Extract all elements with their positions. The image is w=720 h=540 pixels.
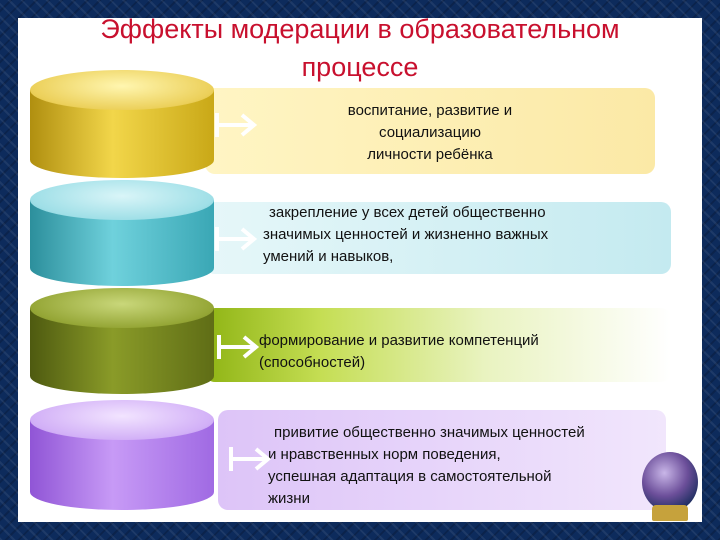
cylinder-2 — [30, 180, 214, 286]
effect-box-1: воспитание, развитие и социализацию личн… — [205, 88, 655, 174]
effect-box-4: привитие общественно значимых ценностей … — [218, 410, 666, 510]
effect-3-line-1: формирование и развитие компетенций — [259, 332, 539, 349]
slide-title: Эффекты модерации в образовательном проц… — [18, 10, 702, 86]
effect-1-line-3: личности ребёнка — [367, 146, 493, 163]
arrow-right-icon — [229, 447, 272, 471]
effect-3-line-2: (способностей) — [259, 354, 366, 371]
effect-1-line-1: воспитание, развитие и — [347, 102, 513, 119]
effect-4-line-2: и нравственных норм поведения, — [268, 446, 501, 463]
effect-1-line-2: социализацию — [379, 124, 481, 141]
cylinder-3 — [30, 288, 214, 394]
effect-2-line-3: умений и навыков, — [263, 248, 394, 265]
arrow-right-icon — [215, 113, 258, 137]
globe-stand — [652, 505, 688, 521]
title-line-1: Эффекты модерации в образовательном — [100, 14, 620, 44]
arrow-right-icon — [215, 227, 258, 251]
effect-box-3: формирование и развитие компетенций (спо… — [205, 308, 671, 382]
effect-2-line-2: значимых ценностей и жизненно важных — [263, 226, 549, 243]
arrow-right-icon — [217, 335, 260, 359]
cylinder-1 — [30, 70, 214, 178]
cylinder-4 — [30, 400, 214, 510]
title-line-2: процессе — [301, 52, 419, 82]
effect-4-line-4: жизни — [268, 490, 310, 507]
effect-2-line-1: закрепление у всех детей общественно — [269, 204, 546, 221]
effect-4-line-3: успешная адаптация в самостоятельной — [268, 468, 552, 485]
effect-4-line-1: привитие общественно значимых ценностей — [274, 424, 585, 441]
effect-box-2: закрепление у всех детей общественно зна… — [205, 202, 671, 274]
globe-icon — [642, 452, 698, 512]
